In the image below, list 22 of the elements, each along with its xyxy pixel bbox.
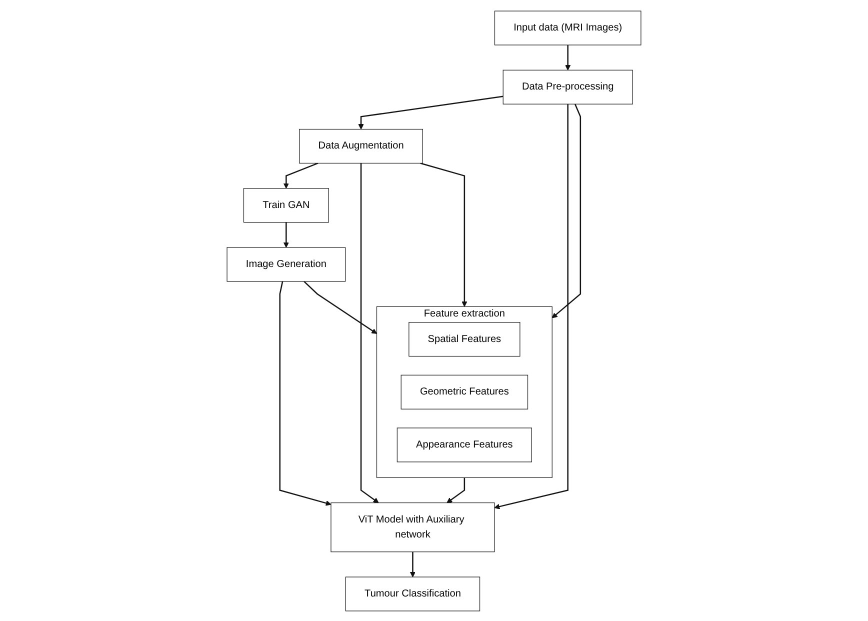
node-box: Image Generation <box>226 246 346 282</box>
arrow <box>565 44 571 70</box>
arrow <box>358 95 504 129</box>
arrow <box>552 103 582 318</box>
arrow <box>279 280 332 506</box>
arrow <box>304 280 377 334</box>
node-box: Data Augmentation <box>299 128 423 164</box>
arrow <box>420 162 468 306</box>
node-box: Appearance Features <box>396 427 532 462</box>
arrow <box>283 162 318 188</box>
node-box: Input data (MRI Images) <box>494 10 642 45</box>
node-box: ViT Model with Auxiliary network <box>330 502 495 552</box>
node-box: Spatial Features <box>408 322 520 356</box>
arrow <box>446 477 466 503</box>
node-box: Data Pre-processing <box>502 69 633 104</box>
arrow <box>360 162 379 503</box>
arrow <box>494 104 568 509</box>
node-box: Train GAN <box>243 188 329 222</box>
node-box: Geometric Features <box>400 374 528 409</box>
arrow <box>283 222 289 248</box>
node-box: Tumour Classification <box>345 576 480 611</box>
arrow <box>410 551 416 577</box>
